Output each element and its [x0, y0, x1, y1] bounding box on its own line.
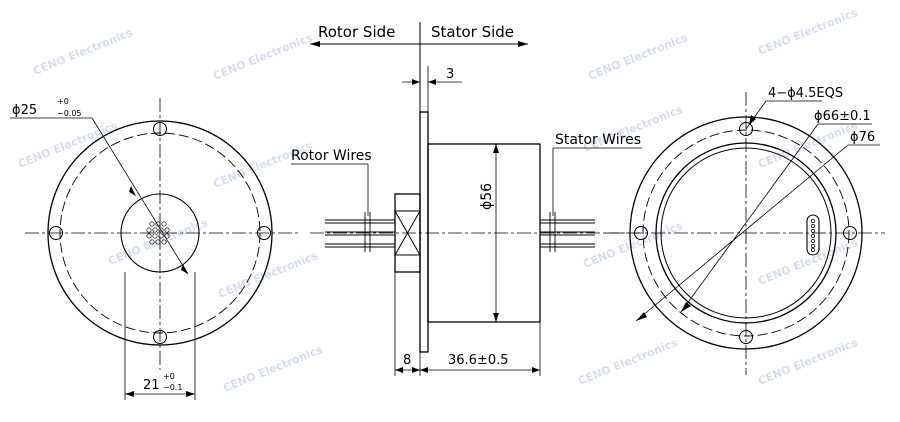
flange-diameter-label: ϕ76 — [850, 130, 875, 145]
stator-wires-label: Stator Wires — [555, 132, 641, 148]
watermark: CENO Electronics — [211, 31, 315, 83]
watermark: CENO Electronics — [16, 119, 120, 171]
rotor-shaft-length-label: 8 — [403, 353, 411, 368]
connector-outline — [806, 214, 820, 256]
watermark: CENO Electronics — [581, 219, 685, 271]
flange-profile — [419, 111, 429, 353]
watermark: CENO Electronics — [756, 336, 860, 388]
shaft-diameter-label: ϕ25 — [12, 103, 37, 118]
watermark: CENO Electronics — [221, 343, 325, 395]
mounting-holes-label: 4−ϕ4.5EQS — [768, 86, 843, 101]
pitch-circle-label: ϕ66±0.1 — [814, 109, 871, 124]
shaft-width-tol-lower: −0.1 — [163, 383, 182, 392]
shaft-width-tol-upper: +0 — [163, 372, 175, 381]
watermark: CENO Electronics — [216, 249, 320, 301]
connector-pins — [811, 219, 815, 252]
body-diameter-label: ϕ56 — [479, 183, 495, 210]
rotor-end-view: ϕ25 +0 −0.05 21 +0 −0.1 — [10, 97, 300, 400]
rotor-side-label: Rotor Side — [318, 23, 395, 41]
flange-thickness-label: 3 — [446, 67, 454, 82]
pitch-circle-leader — [680, 123, 819, 313]
shaft-width-label: 21 — [143, 378, 160, 393]
stator-side-label: Stator Side — [431, 23, 514, 41]
mounting-holes-leader — [745, 100, 767, 130]
watermark: CENO Electronics — [211, 139, 315, 191]
watermark: CENO Electronics — [576, 336, 680, 388]
rotor-wires-label: Rotor Wires — [291, 148, 372, 164]
body-length-label: 36.6±0.5 — [448, 353, 509, 368]
stator-wires-drawing — [540, 212, 595, 252]
watermark: CENO Electronics — [756, 6, 860, 58]
shaft-diameter-tol-lower: −0.05 — [57, 109, 82, 118]
watermark: CENO Electronics — [756, 236, 860, 288]
watermark: CENO Electronics — [756, 119, 860, 171]
rotor-wires-drawing — [325, 212, 395, 252]
watermark: CENO Electronics — [31, 26, 135, 78]
shaft-diameter-tol-upper: +0 — [57, 97, 69, 106]
stator-end-view: 4−ϕ4.5EQS ϕ66±0.1 ϕ76 — [605, 86, 885, 375]
side-view: Rotor Side Stator Side Rotor Wires — [291, 22, 642, 376]
flange-diameter-leader — [635, 144, 849, 322]
watermark: CENO Electronics — [586, 31, 690, 83]
